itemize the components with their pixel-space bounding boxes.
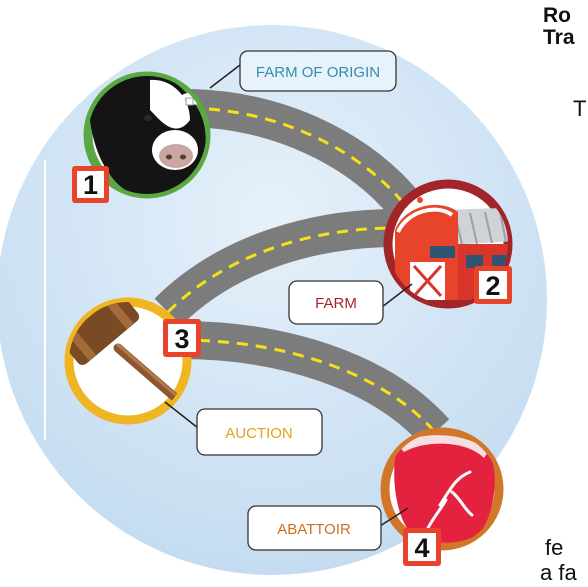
- badge-4: 4: [403, 528, 441, 566]
- cow-icon: [90, 76, 206, 194]
- label-farm: FARM: [288, 280, 413, 325]
- step-3-number: 3: [174, 324, 189, 354]
- step-4-abattoir: 4 ABATTOIR: [247, 427, 504, 566]
- barn-icon: [395, 197, 508, 300]
- step-2-number: 2: [485, 271, 500, 301]
- heading-line-2: Tra: [543, 26, 575, 49]
- label-auction: AUCTION: [164, 401, 323, 456]
- step-4-label: ABATTOIR: [277, 521, 351, 538]
- badge-1: 1: [72, 166, 109, 203]
- step-1-number: 1: [83, 170, 98, 200]
- body-fragment-a-fa: a fa: [540, 560, 577, 585]
- step-4-number: 4: [414, 533, 429, 563]
- step-1-farm-of-origin: 1 FARM OF ORIGIN: [72, 50, 397, 203]
- label-abattoir: ABATTOIR: [247, 505, 409, 551]
- step-3-auction: 3 AUCTION: [64, 297, 323, 456]
- road-segment-2: [154, 209, 396, 326]
- road-segment-3: [179, 321, 450, 445]
- gavel-icon: [69, 302, 183, 405]
- meat-icon: [394, 435, 495, 543]
- badge-3: 3: [163, 319, 201, 357]
- step-3-label: AUCTION: [225, 425, 293, 442]
- heading-line-1: Ro: [543, 4, 571, 27]
- body-fragment-t: T: [573, 96, 587, 121]
- step-2-label: FARM: [315, 295, 357, 312]
- step-1-label: FARM OF ORIGIN: [256, 64, 380, 81]
- road-segment-1: [189, 89, 420, 218]
- body-fragment-fe: fe: [545, 535, 564, 560]
- label-farm-of-origin: FARM OF ORIGIN: [209, 50, 397, 92]
- badge-2: 2: [474, 266, 512, 304]
- step-2-farm: 2 FARM: [288, 179, 513, 325]
